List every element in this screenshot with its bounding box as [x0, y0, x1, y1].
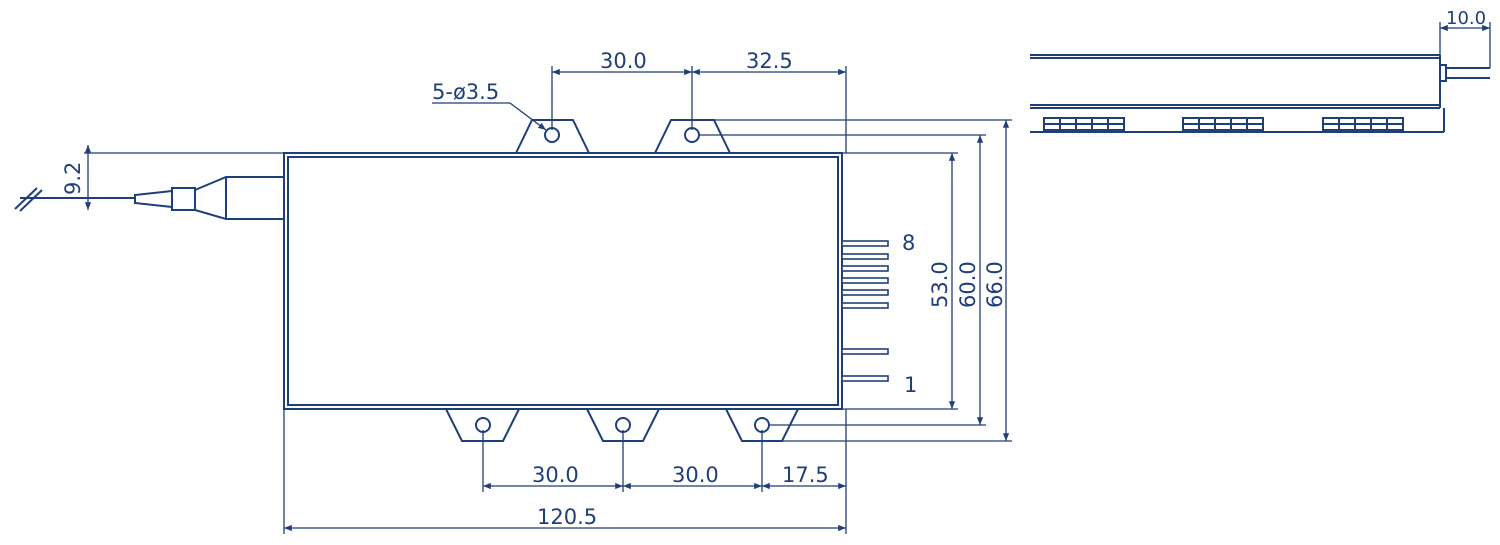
- top-mounting-tabs: [515, 119, 731, 154]
- dim-side-pin-length: 10.0: [1439, 8, 1491, 68]
- dim-label-120-5: 120.5: [537, 505, 597, 529]
- dim-overall-length: 120.5: [283, 409, 846, 534]
- hole-callout: 5-ø3.5: [432, 80, 547, 131]
- hole-callout-label: 5-ø3.5: [432, 80, 499, 104]
- mounting-hole-top-2: [684, 127, 700, 143]
- pin-label-1: 1: [904, 373, 917, 397]
- bottom-mounting-tabs: [445, 408, 799, 442]
- dim-label-53: 53.0: [928, 261, 952, 308]
- mounting-hole-bottom-1: [475, 417, 491, 433]
- dim-label-30-bottom-2: 30.0: [672, 463, 719, 487]
- side-pin-row-2: [1182, 117, 1264, 131]
- side-view: 10.0: [1030, 8, 1491, 133]
- side-pin-row-1: [1043, 117, 1125, 131]
- mounting-hole-top-1: [544, 127, 560, 143]
- dim-fiber-offset: 9.2: [61, 145, 284, 210]
- electrical-pins: 8 1: [841, 231, 917, 397]
- dim-label-10: 10.0: [1446, 8, 1486, 29]
- dim-label-66: 66.0: [983, 261, 1007, 308]
- pin-label-8: 8: [902, 231, 915, 255]
- mounting-hole-bottom-2: [615, 417, 631, 433]
- mounting-hole-bottom-3: [754, 417, 770, 433]
- dim-bottom-hole-pitch: 30.0 30.0 17.5: [482, 409, 847, 534]
- fiber-pigtail: [14, 176, 284, 220]
- dim-label-32-5: 32.5: [746, 49, 793, 73]
- dim-label-9-2: 9.2: [61, 162, 85, 195]
- side-pin-row-3: [1322, 117, 1404, 131]
- dim-label-30-top: 30.0: [600, 49, 647, 73]
- module-body: [283, 152, 843, 410]
- dim-label-60: 60.0: [956, 261, 980, 308]
- dim-label-30-bottom-1: 30.0: [532, 463, 579, 487]
- dim-top-hole-pitch: 30.0 32.5: [551, 49, 847, 153]
- dim-widths: 53.0 60.0 66.0: [700, 119, 1012, 442]
- dim-label-17-5: 17.5: [782, 463, 829, 487]
